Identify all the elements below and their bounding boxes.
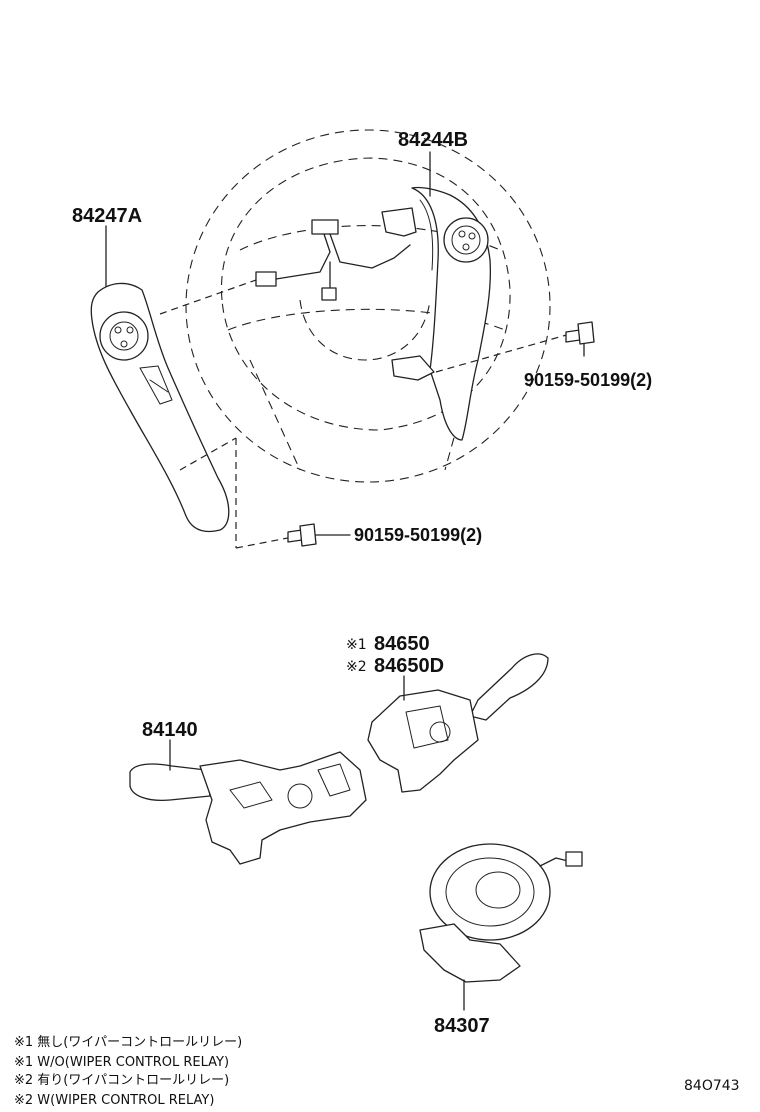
label-84650-mark: ※1 xyxy=(346,637,367,653)
note-1-en: ※1 W/O(WIPER CONTROL RELAY) xyxy=(14,1055,229,1070)
part-84247A-drawing xyxy=(90,225,230,533)
part-84650-drawing xyxy=(367,653,549,793)
part-84140-drawing xyxy=(129,739,367,865)
label-84244B: 84244B xyxy=(398,129,468,151)
screw-right-drawing xyxy=(565,321,595,357)
part-84307-drawing xyxy=(419,843,583,1011)
diagram-code: 84O743 xyxy=(684,1078,740,1094)
switch-harness xyxy=(255,219,411,301)
label-84650D: 84650D xyxy=(374,655,444,677)
note-2-en: ※2 W(WIPER CONTROL RELAY) xyxy=(14,1093,214,1108)
part-84244B-drawing xyxy=(381,151,492,441)
label-84650D-mark: ※2 xyxy=(346,659,367,675)
note-2-jp: ※2 有り(ワイパコントロールリレー) xyxy=(14,1073,229,1088)
label-screw-left: 90159-50199(2) xyxy=(354,525,482,545)
label-screw-right: 90159-50199(2) xyxy=(524,370,652,390)
label-84650: 84650 xyxy=(374,633,430,655)
label-84307: 84307 xyxy=(434,1015,490,1037)
label-84247A: 84247A xyxy=(72,205,142,227)
label-84140: 84140 xyxy=(142,719,198,741)
steering-wheel xyxy=(185,129,551,483)
note-1-jp: ※1 無し(ワイパーコントロールリレー) xyxy=(14,1035,242,1050)
screw-left-drawing xyxy=(287,523,351,547)
